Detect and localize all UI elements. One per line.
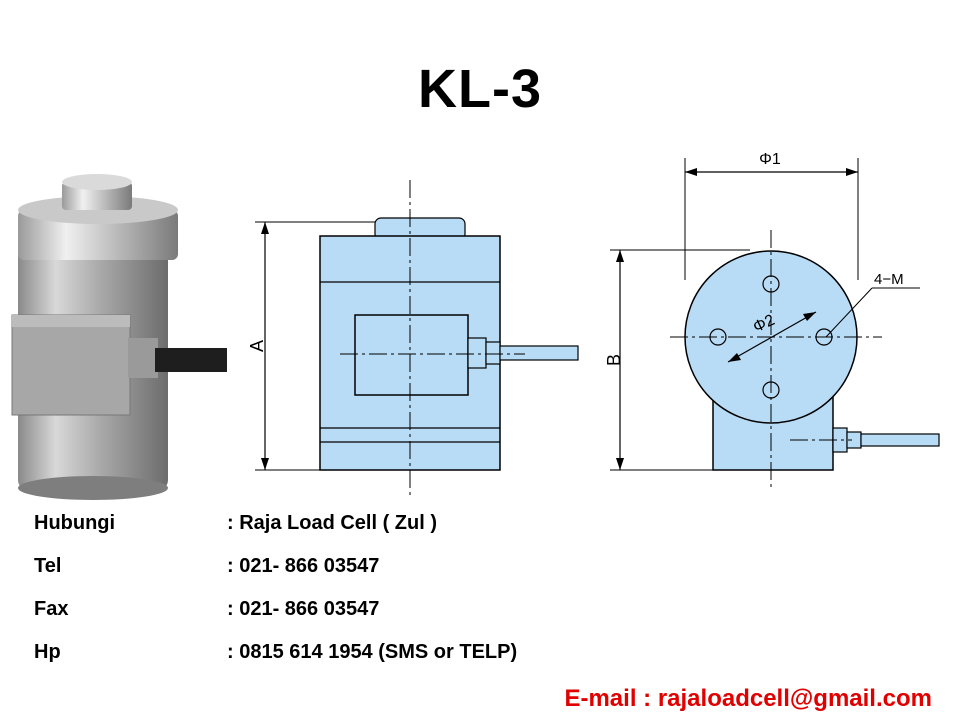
contact-label: Hubungi — [34, 512, 116, 534]
contact-row-fax: Fax : 021- 866 03547 — [34, 592, 914, 635]
front-view-drawing: A — [247, 180, 579, 498]
product-title: KL-3 — [418, 59, 542, 119]
dimension-b-label: B — [604, 354, 624, 366]
side-view-drawing: Φ1 B Φ2 4−M — [604, 151, 940, 490]
contact-value: : 021- 866 03547 — [227, 555, 380, 577]
holes-label: 4−M — [874, 271, 904, 288]
contact-label: Fax — [34, 598, 69, 620]
contact-value: : 021- 866 03547 — [227, 598, 380, 620]
contact-info: Hubungi : Raja Load Cell ( Zul ) Tel : 0… — [34, 506, 914, 678]
dimension-a-label: A — [247, 340, 267, 352]
contact-row-hp: Hp : 0815 614 1954 (SMS or TELP) — [34, 635, 914, 678]
contact-row-tel: Tel : 021- 866 03547 — [34, 549, 914, 592]
contact-label: Hp — [34, 641, 61, 663]
contact-value: : Raja Load Cell ( Zul ) — [227, 512, 438, 534]
email-link[interactable]: E-mail : rajaloadcell@gmail.com — [564, 685, 932, 712]
contact-value: : 0815 614 1954 (SMS or TELP) — [227, 641, 518, 663]
contact-row-hubungi: Hubungi : Raja Load Cell ( Zul ) — [34, 506, 914, 549]
contact-label: Tel — [34, 555, 62, 577]
load-cell-photo — [11, 174, 227, 500]
diameter-1-label: Φ1 — [759, 151, 781, 168]
